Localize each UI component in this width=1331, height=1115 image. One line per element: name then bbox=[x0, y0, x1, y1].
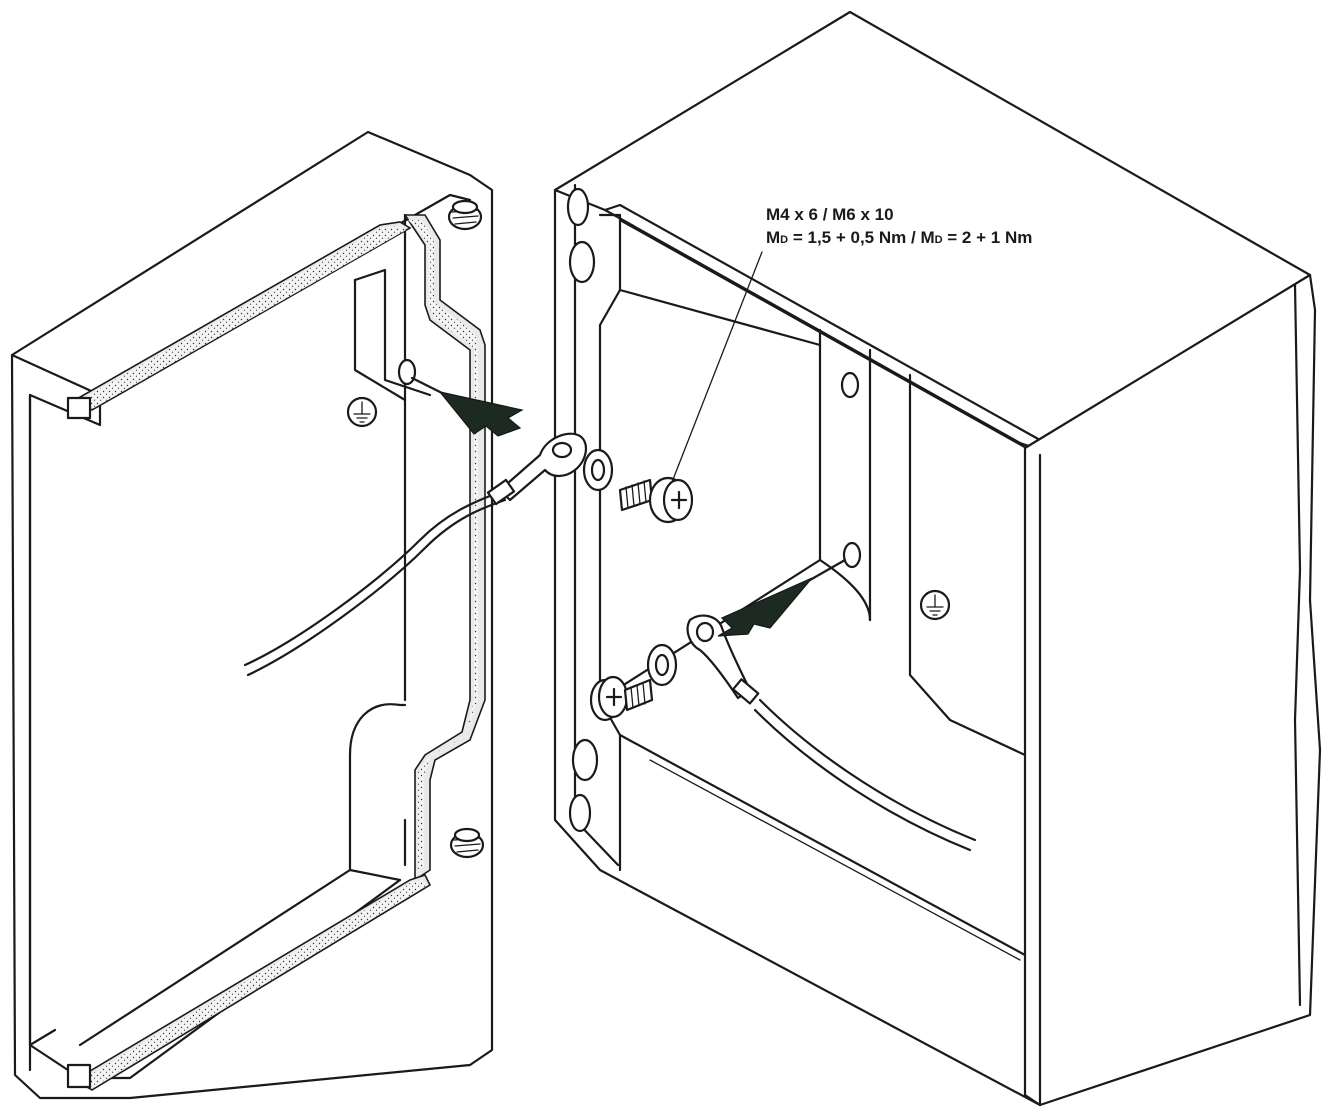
screw-top bbox=[618, 476, 694, 524]
torque-value-2: = 2 + 1 Nm bbox=[942, 228, 1033, 247]
protective-earth-icon bbox=[346, 396, 378, 428]
ring-terminal-lid bbox=[486, 432, 587, 506]
lid-stud-bottom bbox=[449, 827, 485, 859]
enclosure-lid bbox=[10, 130, 507, 1100]
arrow-to-body-boss bbox=[717, 558, 847, 637]
washer-top bbox=[582, 448, 614, 492]
torque-sub-1: D bbox=[780, 234, 789, 246]
torque-prefix-1: M bbox=[766, 228, 781, 247]
torque-label: MD = 1,5 + 0,5 Nm / MD = 2 + 1 Nm bbox=[766, 228, 1032, 250]
torque-value-1: = 1,5 + 0,5 Nm / bbox=[788, 228, 921, 247]
ring-terminal-body bbox=[686, 614, 760, 705]
protective-earth-icon bbox=[919, 589, 951, 621]
screw-size-label: M4 x 6 / M6 x 10 bbox=[766, 205, 894, 225]
enclosure-body bbox=[553, 10, 1322, 1107]
torque-sub-2: D bbox=[934, 234, 943, 246]
leader-line bbox=[671, 251, 763, 483]
torque-prefix-2: M bbox=[920, 228, 935, 247]
washer-bottom bbox=[646, 643, 678, 687]
lid-stud-top bbox=[447, 199, 483, 231]
screw-bottom bbox=[589, 675, 654, 722]
screw-size-text: M4 x 6 / M6 x 10 bbox=[766, 205, 894, 224]
arrow-to-lid-boss bbox=[410, 376, 524, 437]
